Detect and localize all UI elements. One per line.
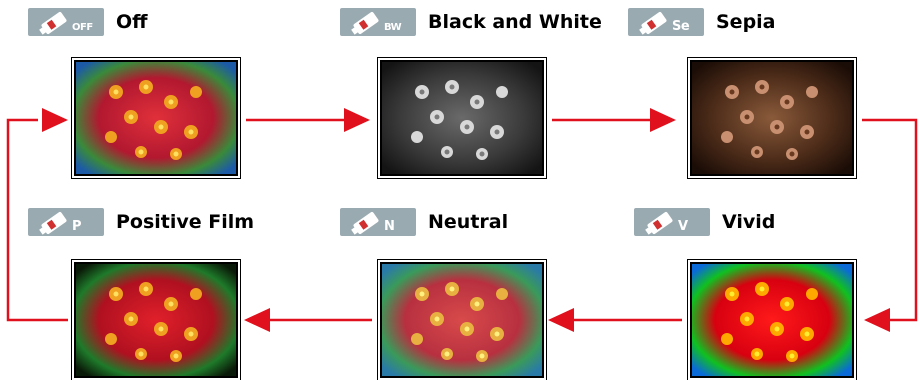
mode-vivid-label: Vivid	[722, 211, 776, 233]
photo-sepia	[687, 57, 857, 179]
arrowhead-sepia	[650, 108, 676, 132]
photo-positive	[71, 259, 241, 380]
positive-mode-icon: P	[28, 208, 104, 236]
mode-positive-label: Positive Film	[116, 211, 255, 233]
mode-neutral-header: N Neutral	[340, 204, 508, 240]
mode-sepia-header: Se Sepia	[628, 4, 776, 40]
mode-positive-header: P Positive Film	[28, 204, 254, 240]
mode-bw-label: Black and White	[428, 11, 602, 33]
photo-bw	[377, 57, 547, 179]
mode-off-header: OFF Off	[28, 4, 148, 40]
bw-mode-icon: BW	[340, 8, 416, 36]
sepia-mode-icon: Se	[628, 8, 704, 36]
arrow-positive-to-off	[6, 118, 68, 322]
photo-off	[71, 57, 241, 179]
vivid-mode-icon: V	[634, 208, 710, 236]
mode-bw-header: BW Black and White	[340, 4, 602, 40]
arrowhead-off	[42, 108, 68, 132]
photo-neutral	[377, 259, 547, 380]
mode-vivid-header: V Vivid	[634, 204, 775, 240]
arrow-sepia-to-vivid	[862, 118, 918, 322]
mode-sepia-label: Sepia	[716, 11, 776, 33]
mode-neutral-label: Neutral	[428, 211, 509, 233]
arrowhead-vivid	[864, 308, 890, 332]
arrowhead-bw	[344, 108, 370, 132]
mode-off-label: Off	[116, 11, 148, 33]
off-mode-icon: OFF	[28, 8, 104, 36]
arrowhead-neutral	[548, 308, 574, 332]
arrowhead-positive	[244, 308, 270, 332]
neutral-mode-icon: N	[340, 208, 416, 236]
photo-vivid	[687, 259, 857, 380]
